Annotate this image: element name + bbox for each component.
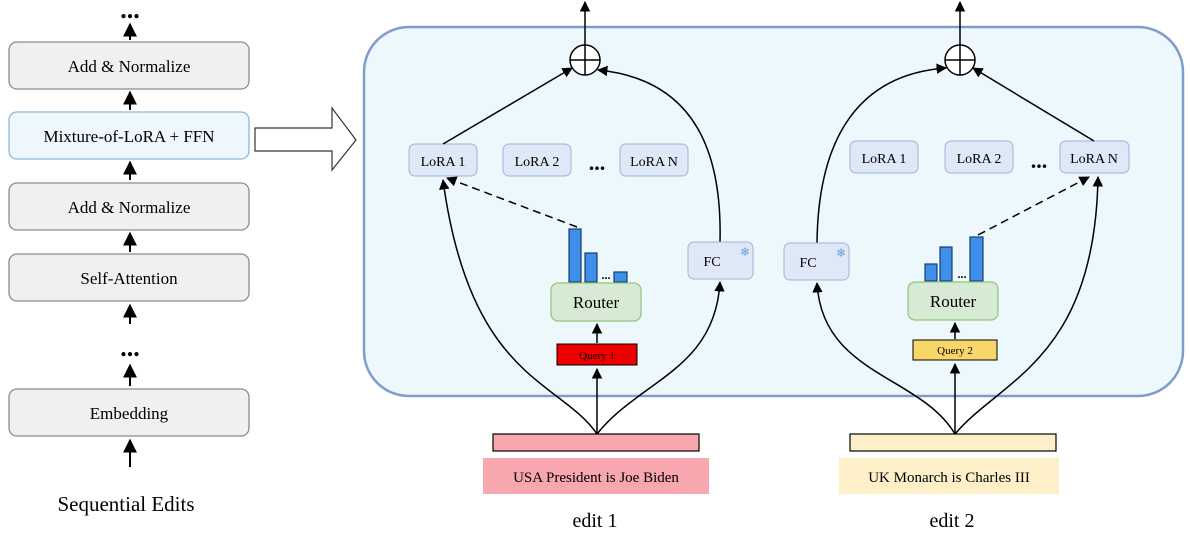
svg-text:...: ... [602,268,611,282]
edit1-token-bar [492,433,700,452]
add-normalize-top-label: Add & Normalize [68,57,191,76]
weight-bar [613,271,628,283]
router-weights-left: ... [568,228,628,283]
weight-bar [584,252,598,283]
weight-bar [939,246,953,282]
fc-right-label: FC [799,256,816,271]
edit2-token-bar [849,433,1057,452]
middle-dots: ... [120,333,140,362]
edit1-label: edit 1 [573,510,618,532]
lora2-left-box [502,143,572,177]
self-attention-box [8,253,250,302]
query2-label: Query 2 [937,345,973,357]
query1-label: Query 1 [579,350,615,362]
add-operator-right-icon [944,44,976,76]
edit1-text-box [483,458,709,494]
query1-box [556,343,638,366]
lora1-right-box [849,140,919,174]
weight-bar [924,263,938,282]
router-right-box [907,281,999,321]
edit2-text: UK Monarch is Charles III [868,470,1030,486]
add-operator-left-icon [569,44,601,76]
top-dots: ... [120,0,140,24]
lora1-right-label: LoRA 1 [862,152,907,167]
embedding-box [8,388,250,437]
mixture-of-lora-ffn-box [8,111,250,160]
router-left-label: Router [573,293,620,312]
query2-box [912,339,998,361]
add-normalize-bottom-box [8,182,250,231]
snowflake-left-icon: ❄ [740,245,750,259]
snowflake-right-icon: ❄ [836,246,846,260]
mixture-of-lora-ffn-label: Mixture-of-LoRA + FFN [43,127,214,146]
add-normalize-bottom-label: Add & Normalize [68,198,191,217]
router-left-box [550,282,642,322]
loraN-right-label: LoRA N [1070,152,1118,167]
sequential-edits-caption: Sequential Edits [57,492,194,516]
edit2-text-box [839,458,1059,494]
fc-right-box [783,242,850,281]
lora2-left-label: LoRA 2 [515,155,560,170]
router-weights-right: ... [924,236,984,282]
expand-arrow-icon [254,106,357,172]
router-right-label: Router [930,292,977,311]
left-layer-stack: ... Add & Normalize Mixture-of-LoRA + FF… [8,0,250,516]
lora-dots-right: ... [1031,148,1048,173]
fc-left-box [687,241,754,280]
add-normalize-top-box [8,41,250,90]
edit1-flow: LoRA 1 LoRA 2 ... LoRA N FC ❄ ... Router… [408,0,754,532]
edit1-text: USA President is Joe Biden [513,470,679,486]
lora2-right-label: LoRA 2 [957,152,1002,167]
fc-left-label: FC [703,255,720,270]
lora1-left-label: LoRA 1 [421,155,466,170]
lora2-right-box [944,140,1014,174]
edit2-label: edit 2 [930,510,975,532]
loraN-right-box [1059,140,1130,174]
weight-bar [568,228,582,283]
svg-text:...: ... [958,267,967,281]
self-attention-label: Self-Attention [80,269,178,288]
loraN-left-box [619,143,689,177]
lora-dots-left: ... [589,150,606,175]
edit2-flow: LoRA 1 LoRA 2 ... LoRA N FC ❄ ... Router… [783,0,1130,532]
mixture-panel [362,25,1185,398]
weight-bar [969,236,984,282]
loraN-left-label: LoRA N [630,155,678,170]
embedding-label: Embedding [90,404,169,423]
